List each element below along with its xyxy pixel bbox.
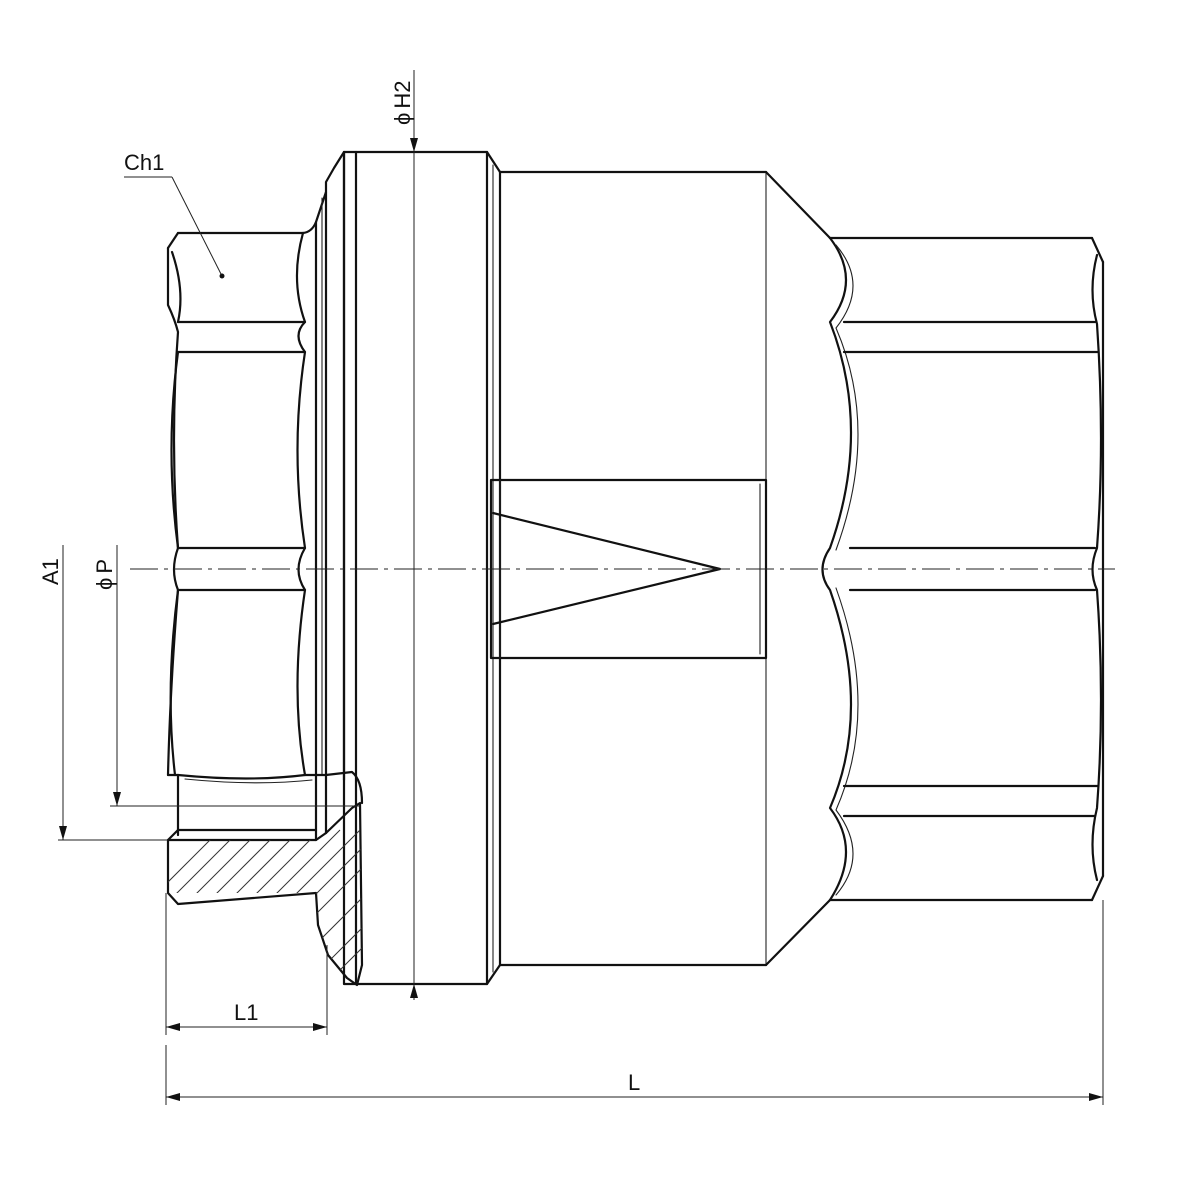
- p-label: ϕP: [92, 559, 117, 590]
- a1-label: A1: [38, 558, 63, 585]
- l-label: L: [628, 1070, 640, 1095]
- cut-detail: [166, 770, 364, 987]
- l1-label: L1: [234, 1000, 258, 1025]
- dimension-p: ϕP: [92, 545, 360, 807]
- left-hexagon: [166, 150, 346, 782]
- center-flange: [342, 150, 502, 986]
- right-hexagon: [821, 236, 1105, 902]
- dimension-l1: L1: [165, 893, 328, 1035]
- ch1-label: Ch1: [124, 150, 164, 175]
- h2-label: ϕH2: [390, 81, 415, 125]
- leader-ch1: Ch1: [124, 150, 225, 279]
- dimension-l: L: [165, 900, 1104, 1105]
- dimension-h2: ϕH2: [390, 70, 418, 1000]
- dimension-a1: A1: [38, 545, 168, 841]
